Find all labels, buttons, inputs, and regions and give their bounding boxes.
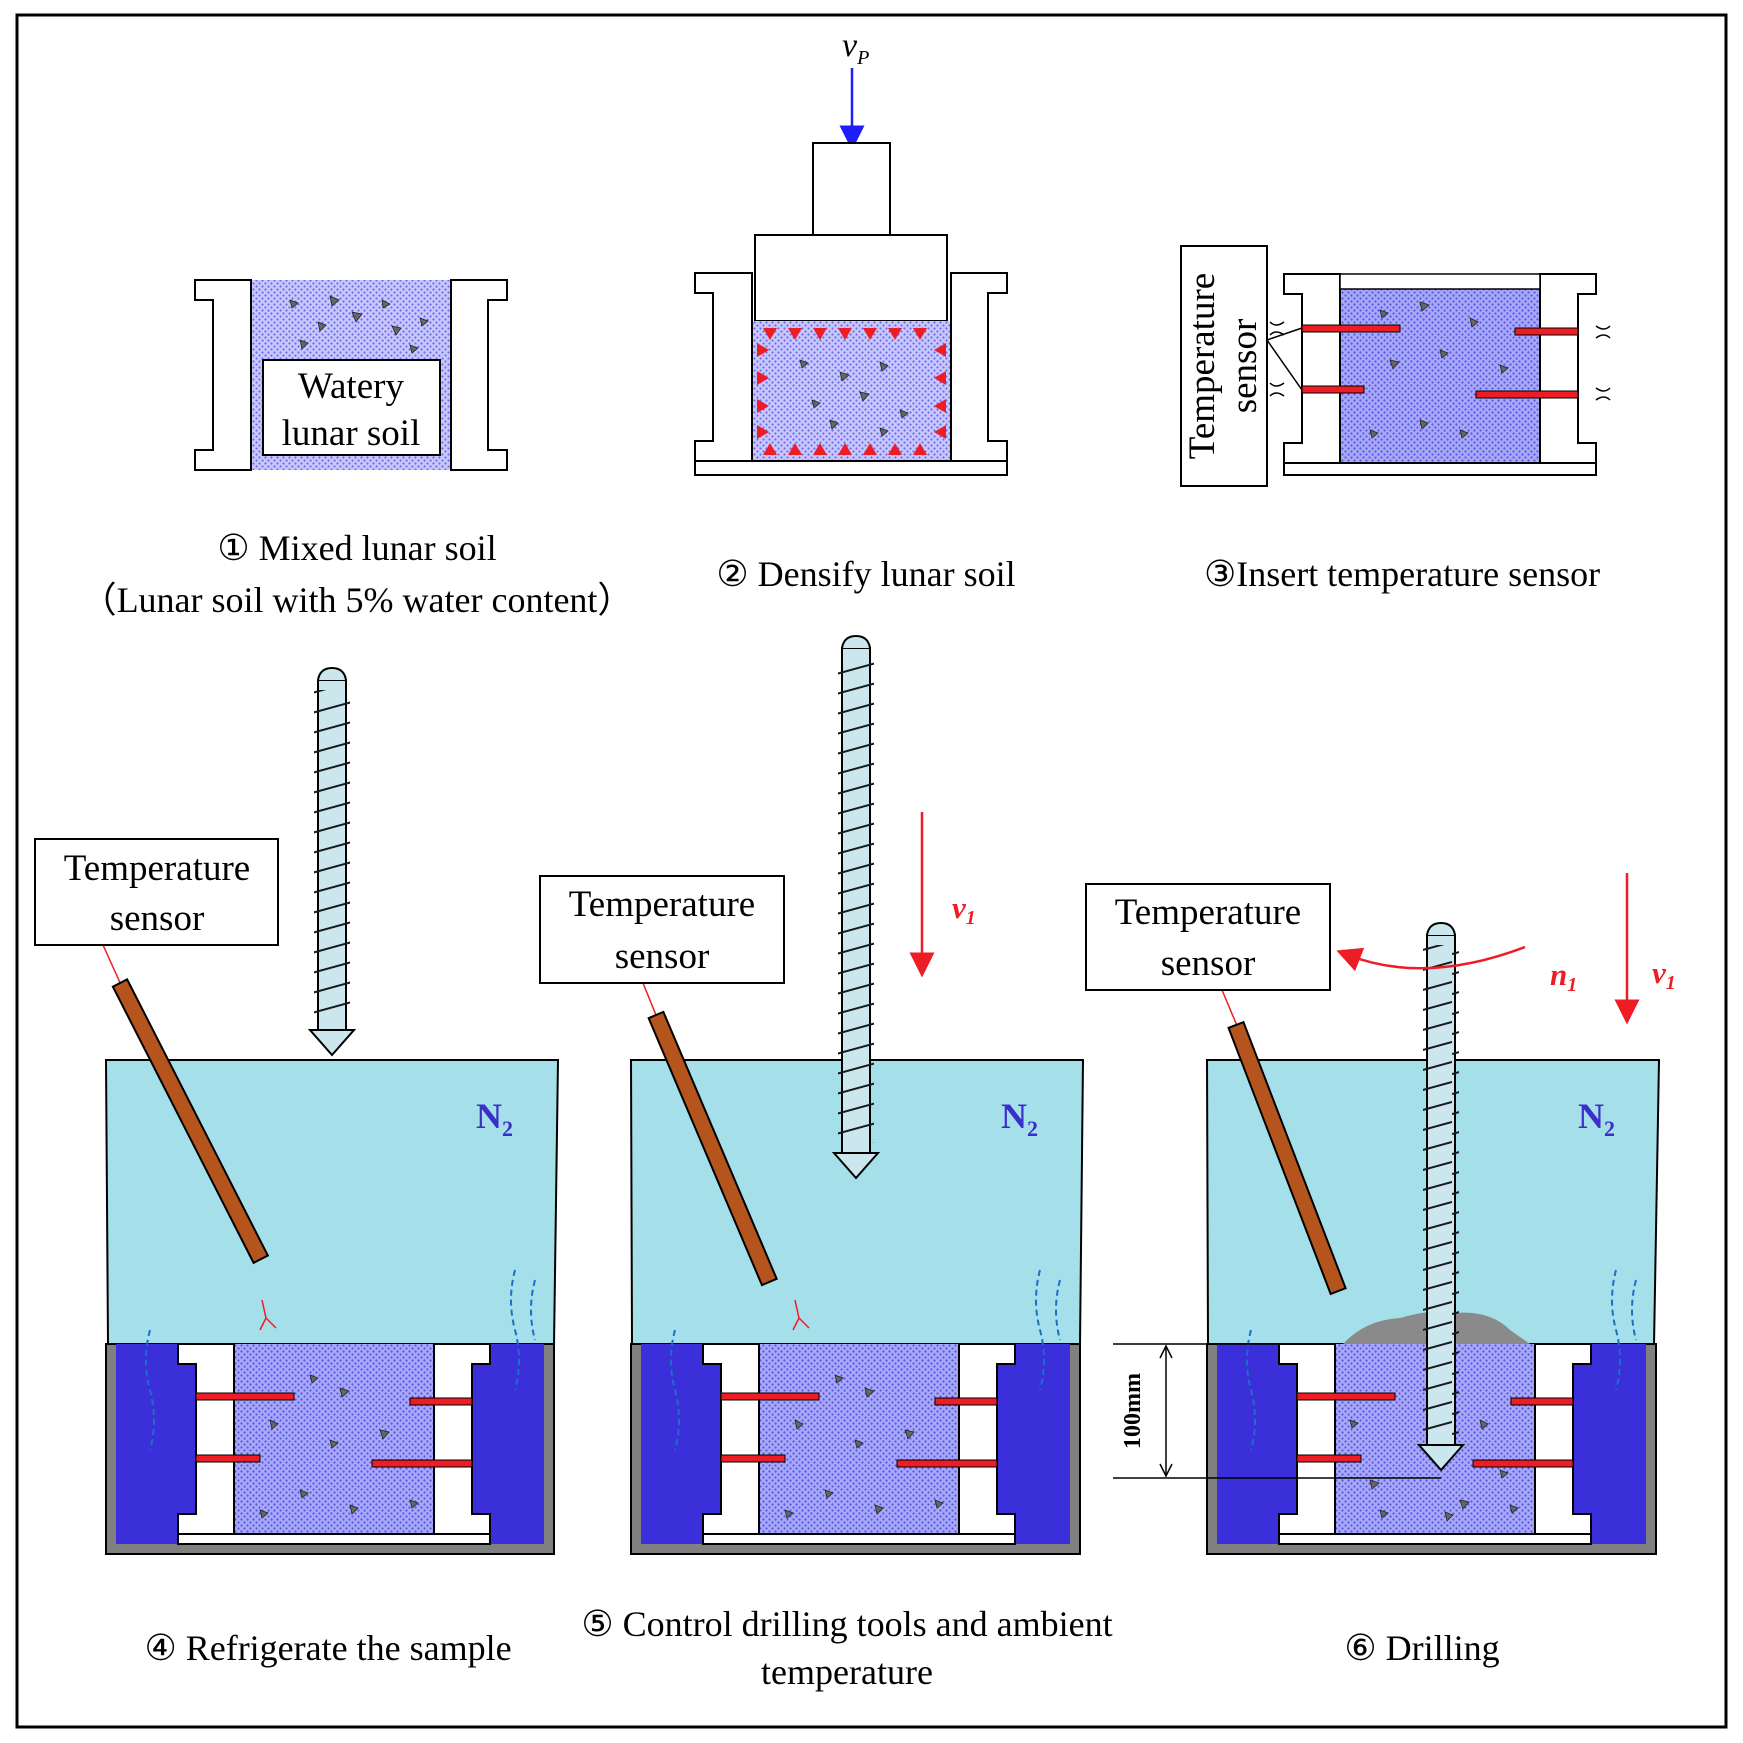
sensor-leader-line bbox=[102, 944, 123, 988]
temperature-probes bbox=[720, 1392, 998, 1468]
step2-densify: vP ② Densify lunar soil bbox=[694, 27, 1016, 594]
mold-base bbox=[702, 1533, 1016, 1545]
vapor-waves bbox=[145, 1269, 536, 1451]
sensor-label-line1: Temperature bbox=[1115, 892, 1301, 933]
sensor-label-line1: Temperature bbox=[64, 848, 250, 889]
sensor-label-box bbox=[34, 838, 279, 946]
press-plunger bbox=[754, 234, 948, 322]
press-velocity-label: vP bbox=[842, 27, 869, 69]
mold-top-rim bbox=[1339, 273, 1541, 290]
mold-base bbox=[694, 460, 1008, 476]
soil-label-line1: Watery bbox=[298, 366, 404, 407]
depth-dimension bbox=[1113, 1343, 1441, 1479]
mold-left-wall bbox=[702, 1343, 760, 1535]
drill-tool bbox=[831, 634, 881, 1180]
step1-caption-line1: ① Mixed lunar soil bbox=[217, 528, 496, 568]
feed-velocity-label: v1 bbox=[952, 890, 976, 929]
drill-tool bbox=[307, 666, 357, 1057]
temperature-probes bbox=[195, 1392, 473, 1468]
sensor-label-line2: sensor bbox=[110, 898, 205, 939]
soil-particles bbox=[784, 1374, 944, 1519]
rotation-arrow bbox=[1336, 945, 1526, 972]
step3-insert-sensor: Temperature sensor ③Insert temperature s… bbox=[1180, 245, 1611, 594]
sensor-label-line1: Temperature bbox=[569, 884, 755, 925]
soil-particles bbox=[1349, 1419, 1519, 1522]
vapor-waves bbox=[1246, 1269, 1637, 1451]
compaction-arrows bbox=[757, 328, 946, 455]
mold-left-wall bbox=[1278, 1343, 1336, 1535]
step4-caption: ④ Refrigerate the sample bbox=[144, 1628, 511, 1668]
sensor-label-line2: sensor bbox=[1224, 319, 1265, 414]
mold-right-wall bbox=[450, 279, 508, 471]
nitrogen-label: N2 bbox=[1001, 1096, 1038, 1141]
sensor-label-line2: sensor bbox=[615, 936, 710, 977]
soil-particles bbox=[1369, 301, 1509, 439]
probe-wires bbox=[1266, 321, 1611, 401]
vapor-waves bbox=[670, 1269, 1061, 1451]
mold-left-wall bbox=[177, 1343, 235, 1535]
mold-left-wall bbox=[194, 279, 252, 471]
nitrogen-label: N2 bbox=[1578, 1096, 1615, 1141]
soil-particles bbox=[259, 1374, 419, 1519]
soil-sample bbox=[234, 1344, 434, 1534]
soil-particles bbox=[289, 295, 429, 354]
temperature-probes bbox=[1296, 1392, 1574, 1468]
step1-caption-line2: （Lunar soil with 5% water content） bbox=[81, 580, 634, 620]
sensor-tip-wire bbox=[792, 1299, 810, 1331]
soil-sample bbox=[1340, 289, 1540, 463]
press-plunger-top bbox=[812, 142, 891, 236]
sensor-leader-line bbox=[1221, 989, 1239, 1029]
mold-left-wall bbox=[1283, 273, 1341, 464]
mold-base bbox=[1278, 1533, 1592, 1545]
step6-caption: ⑥ Drilling bbox=[1344, 1628, 1499, 1668]
sensor-tip-wire bbox=[259, 1299, 277, 1331]
mold-right-wall bbox=[950, 272, 1008, 462]
step4-refrigerate: N2 Temperature sensor bbox=[34, 666, 560, 1668]
drill-tool bbox=[1416, 921, 1466, 1472]
step5-caption-line2: temperature bbox=[761, 1652, 933, 1692]
step2-caption: ② Densify lunar soil bbox=[716, 554, 1015, 594]
soil-label-line2: lunar soil bbox=[282, 413, 421, 454]
sensor-label-line2: sensor bbox=[1161, 943, 1256, 984]
temperature-sensor-rod bbox=[111, 978, 270, 1265]
sensor-leader-line bbox=[642, 982, 659, 1021]
depth-label: 100mm bbox=[1120, 1373, 1146, 1449]
mold-base bbox=[1283, 462, 1597, 476]
mold-left-wall bbox=[694, 272, 753, 462]
mold-base bbox=[177, 1533, 491, 1545]
step5-caption-line1: ⑤ Control drilling tools and ambient bbox=[581, 1604, 1112, 1644]
step1-mixed-soil: Watery lunar soil ① Mixed lunar soil （Lu… bbox=[81, 279, 634, 620]
soil-sample bbox=[759, 1344, 959, 1534]
nitrogen-label: N2 bbox=[476, 1096, 513, 1141]
temperature-sensor-rod bbox=[647, 1010, 778, 1287]
temperature-sensor-rod bbox=[1227, 1020, 1347, 1296]
sensor-label-line1: Temperature bbox=[1182, 273, 1223, 459]
soil-label-box bbox=[262, 359, 441, 456]
soil-sample bbox=[752, 321, 951, 461]
sensor-label-box bbox=[1085, 883, 1331, 991]
rotation-label: n1 bbox=[1550, 957, 1577, 996]
step5-control: N2 Temperature sensor bbox=[539, 634, 1113, 1692]
step3-caption: ③Insert temperature sensor bbox=[1204, 554, 1600, 594]
sensor-label-box bbox=[539, 875, 785, 984]
feed-velocity-label: v1 bbox=[1652, 955, 1676, 994]
mold-right-wall bbox=[1539, 273, 1597, 464]
soil-particles bbox=[799, 359, 909, 437]
step6-drilling: N2 Temperature senso bbox=[1085, 873, 1676, 1668]
figure-border bbox=[15, 13, 1728, 1729]
sensor-label-box bbox=[1180, 245, 1268, 487]
